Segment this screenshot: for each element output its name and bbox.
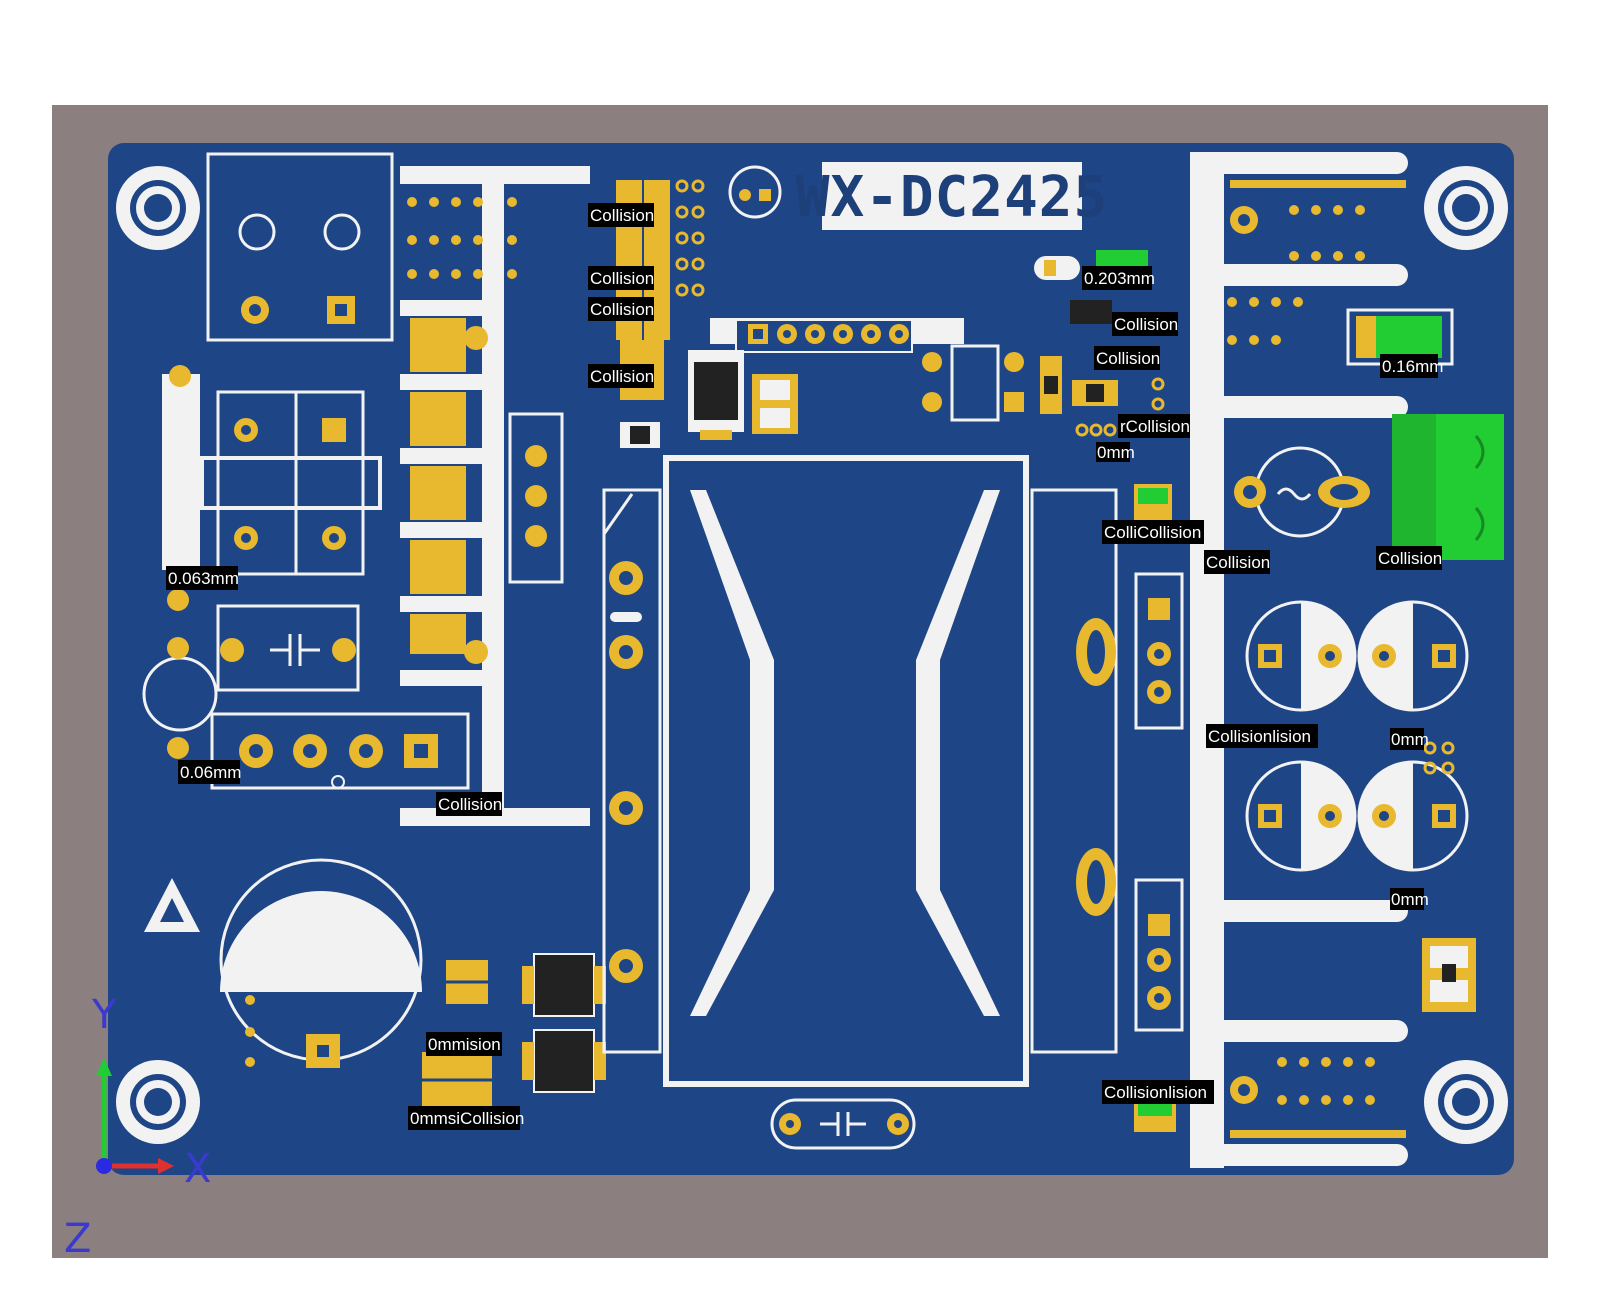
capacitor-outline xyxy=(216,604,360,692)
diode-packages xyxy=(522,953,606,1093)
highlight-part xyxy=(1096,250,1148,266)
header-pads xyxy=(239,734,438,768)
pad[interactable] xyxy=(332,638,356,662)
right-heatsink xyxy=(1190,152,1408,1168)
esd-warning-icon xyxy=(144,878,200,932)
board-title-plate xyxy=(822,162,1082,230)
mounting-hole-bottom-right xyxy=(1424,1060,1508,1144)
transformer-pins xyxy=(609,561,1116,983)
drc-label: Collision xyxy=(1114,315,1178,334)
resistor-silk xyxy=(162,374,200,570)
drc-label: Collision xyxy=(590,367,654,386)
drc-label: Collision xyxy=(590,300,654,319)
transformer-core-left xyxy=(690,490,774,1016)
drc-label: Collision xyxy=(1378,549,1442,568)
z-axis-label: Z xyxy=(64,1216,91,1262)
drc-measurement: 0mm xyxy=(1391,890,1429,909)
pin-header-6 xyxy=(748,324,909,344)
via-grid-right xyxy=(1227,205,1375,1105)
z-axis-dot xyxy=(96,1158,112,1174)
bridge-rectifier xyxy=(200,390,382,576)
x-axis-label: X xyxy=(184,1146,211,1192)
mounting-hole-top-right xyxy=(1424,166,1508,250)
drc-label: Collisionlision xyxy=(1104,1083,1207,1102)
mounting-hole-top-left xyxy=(116,166,200,250)
drc-measurement: 0mm xyxy=(1097,443,1135,462)
led-outline xyxy=(728,165,782,219)
axis-triad[interactable]: Z X Y xyxy=(64,992,211,1262)
drc-labels[interactable]: Collision Collision Collision Collision … xyxy=(166,203,1443,1130)
drc-measurement: 0mm xyxy=(1391,730,1429,749)
capacitor-pads xyxy=(1258,644,1456,828)
transformer-core-right xyxy=(916,490,1000,1016)
pad[interactable] xyxy=(322,418,346,442)
drc-label: Collision xyxy=(590,269,654,288)
drc-label: rCollision xyxy=(1120,417,1190,436)
drc-label: 0mmsiCollision xyxy=(410,1109,524,1128)
ic-package xyxy=(694,362,738,420)
heatsink-copper xyxy=(410,318,466,654)
drc-measurement: 0.16mm xyxy=(1382,357,1443,376)
drc-label: 0mmision xyxy=(428,1035,501,1054)
via-grid xyxy=(407,197,517,279)
drc-label: Collision xyxy=(1096,349,1160,368)
transformer-outline xyxy=(663,455,1029,1087)
drc-measurement: 0.06mm xyxy=(180,763,241,782)
terminal-block-outline xyxy=(206,152,394,342)
drc-label: Collision xyxy=(1206,553,1270,572)
mounting-hole-bottom-left xyxy=(116,1060,200,1144)
drc-label: Collision xyxy=(590,206,654,225)
pad[interactable] xyxy=(220,638,244,662)
drc-measurement: 0.203mm xyxy=(1084,269,1155,288)
board-title: WX-DC2425 xyxy=(796,165,1108,230)
drc-measurement: 0.063mm xyxy=(168,569,239,588)
drc-label: Collisionlision xyxy=(1208,727,1311,746)
drc-label: ColliCollision xyxy=(1104,523,1201,542)
y-axis-label: Y xyxy=(91,992,117,1038)
drc-label: Collision xyxy=(438,795,502,814)
